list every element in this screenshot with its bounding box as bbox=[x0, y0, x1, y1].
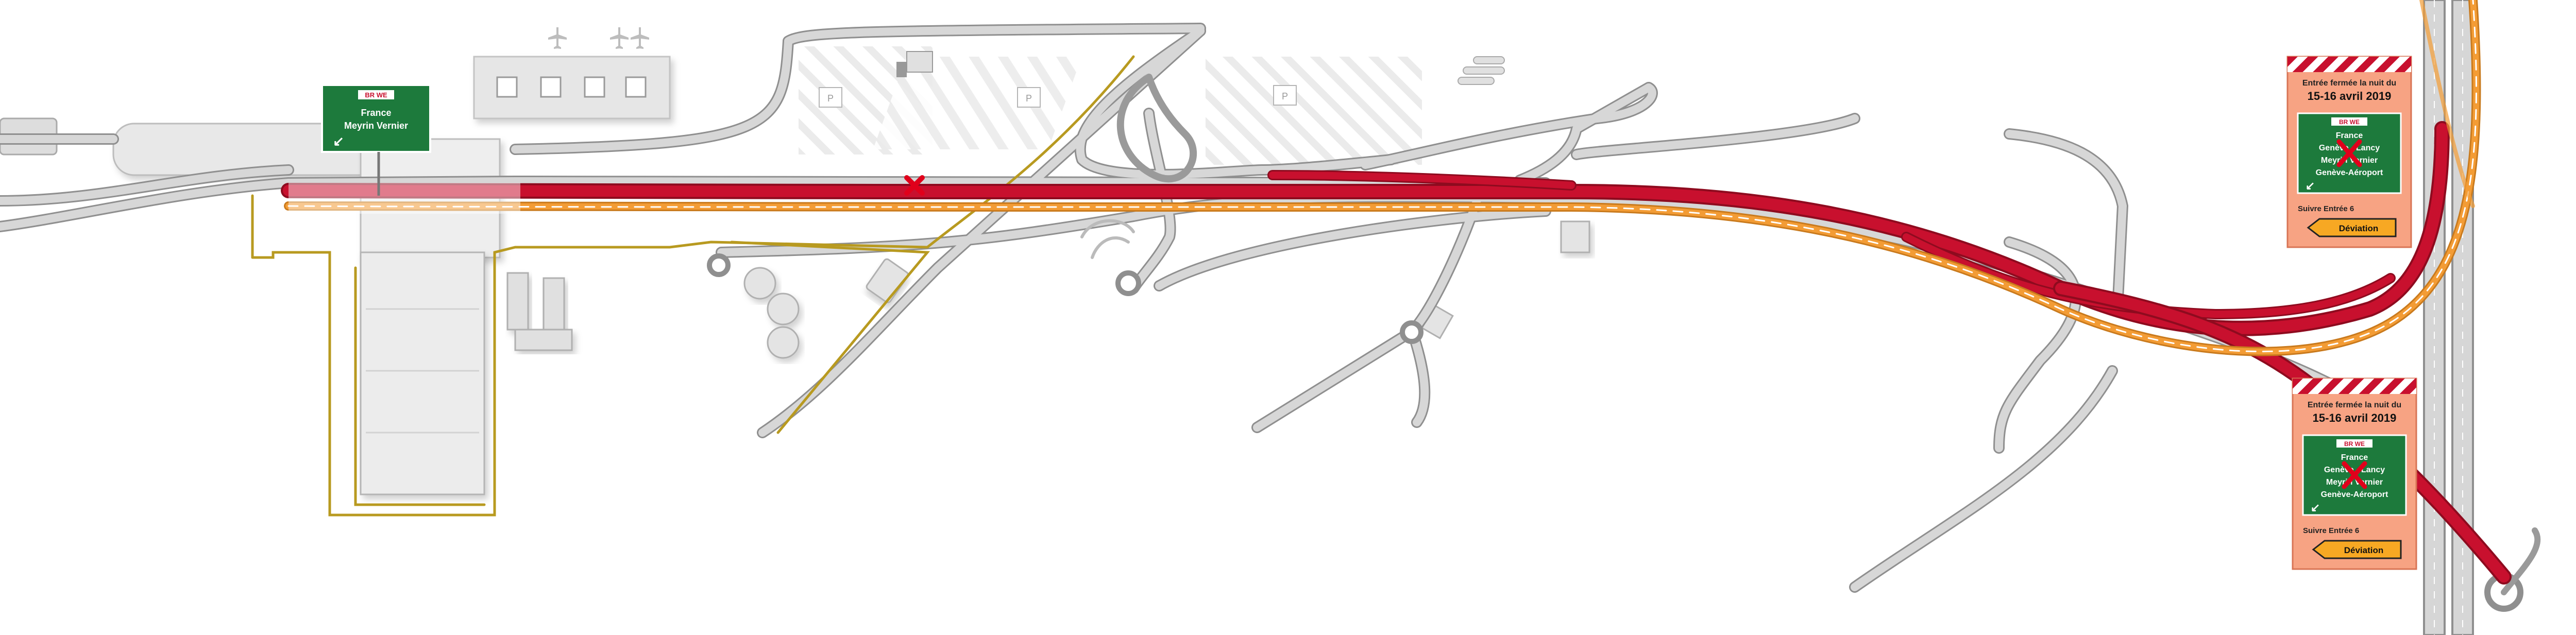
notice-date: 15-16 avril 2019 bbox=[2313, 411, 2397, 424]
svg-text:Déviation: Déviation bbox=[2339, 224, 2379, 233]
svg-text:Genève - Lancy: Genève - Lancy bbox=[2319, 144, 2380, 152]
airplane-icon bbox=[610, 27, 629, 49]
airplane-icon bbox=[631, 27, 649, 49]
svg-text:Déviation: Déviation bbox=[2344, 545, 2384, 555]
detour-arrow-icon: Déviation bbox=[2307, 218, 2397, 237]
detour-route bbox=[284, 0, 2481, 356]
closed-route bbox=[281, 121, 2512, 585]
svg-text:BR WE: BR WE bbox=[2344, 440, 2365, 448]
svg-text:France: France bbox=[2341, 453, 2368, 462]
airplane-icon bbox=[548, 27, 567, 49]
svg-text:P: P bbox=[827, 93, 834, 104]
follow-text: Suivre Entrée 6 bbox=[2303, 526, 2359, 535]
parking-icon: P bbox=[1017, 87, 1041, 108]
sign-badge: BR WE bbox=[365, 91, 387, 99]
parking-lot-3 bbox=[1206, 57, 1422, 165]
buildings-layer bbox=[0, 46, 1590, 495]
closure-notice-lower: Entrée fermée la nuit du 15-16 avril 201… bbox=[2292, 377, 2417, 570]
parking-garage bbox=[360, 251, 485, 495]
closure-cross-icon bbox=[2336, 139, 2362, 167]
detour-arrow-icon: Déviation bbox=[2312, 540, 2402, 559]
notice-header: Entrée fermée la nuit du bbox=[2302, 79, 2396, 88]
parking-lot-2 bbox=[873, 57, 1082, 149]
svg-text:P: P bbox=[1282, 91, 1288, 101]
svg-text:Genève - Lancy: Genève - Lancy bbox=[2324, 466, 2385, 474]
notice-sign: BR WE France Genève - Lancy Meyrin Verni… bbox=[2297, 112, 2402, 194]
exit-arrow-icon: ↙ bbox=[2306, 179, 2315, 192]
svg-text:Meyrin Vernier: Meyrin Vernier bbox=[2321, 156, 2378, 165]
follow-text: Suivre Entrée 6 bbox=[2298, 204, 2354, 213]
svg-text:BR WE: BR WE bbox=[2339, 118, 2360, 126]
sign-line-1: France bbox=[361, 108, 391, 118]
svg-text:France: France bbox=[2336, 131, 2363, 140]
sign-line-2: Meyrin Vernier bbox=[344, 121, 408, 131]
closure-notice-upper: Entrée fermée la nuit du 15-16 avril 201… bbox=[2286, 56, 2412, 248]
notice-date: 15-16 avril 2019 bbox=[2308, 90, 2392, 102]
exit-arrow-icon: ↙ bbox=[2311, 501, 2320, 514]
service-roads bbox=[251, 55, 1135, 517]
notice-sign: BR WE France Genève - Lancy Meyrin Verni… bbox=[2302, 434, 2407, 516]
closure-cross-icon bbox=[904, 175, 925, 196]
svg-text:Genève-Aéroport: Genève-Aéroport bbox=[2316, 168, 2383, 177]
svg-text:P: P bbox=[1026, 93, 1032, 104]
closure-cross-icon bbox=[2342, 461, 2367, 489]
svg-text:Genève-Aéroport: Genève-Aéroport bbox=[2321, 490, 2388, 499]
notice-header: Entrée fermée la nuit du bbox=[2308, 401, 2401, 409]
exit-arrow-icon: ↙ bbox=[333, 133, 344, 149]
svg-text:Meyrin Vernier: Meyrin Vernier bbox=[2326, 478, 2383, 487]
parking-icon: P bbox=[1273, 85, 1297, 106]
direction-sign-top: BR WE France Meyrin Vernier ↙ bbox=[321, 84, 431, 153]
parking-icons: P P P bbox=[819, 85, 1297, 108]
parking-icon: P bbox=[819, 87, 842, 108]
